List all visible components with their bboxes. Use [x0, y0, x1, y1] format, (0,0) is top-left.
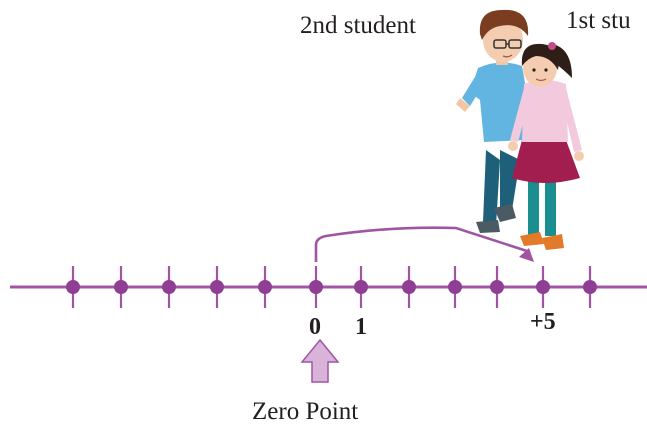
- jump-arrowhead: [519, 248, 534, 262]
- tick-dot: [490, 280, 504, 294]
- first-student-label: 1st stu: [566, 7, 631, 34]
- boy-student-illustration: [456, 9, 529, 233]
- tick-dot: [309, 280, 323, 294]
- tick-label-plus-five: +5: [530, 309, 556, 335]
- tick-dot: [258, 280, 272, 294]
- tick-dot: [114, 280, 128, 294]
- zero-point-label: Zero Point: [252, 398, 358, 425]
- tick-dot: [402, 280, 416, 294]
- tick-dot: [448, 280, 462, 294]
- second-student-label: 2nd student: [300, 12, 416, 39]
- number-line-ticks: [66, 266, 597, 308]
- tick-dot: [66, 280, 80, 294]
- tick-dot: [162, 280, 176, 294]
- tick-dot: [210, 280, 224, 294]
- girl-student-illustration: [508, 42, 584, 250]
- tick-label-one: 1: [355, 314, 367, 340]
- up-arrow-icon: [300, 338, 340, 383]
- tick-dot: [583, 280, 597, 294]
- tick-dot: [354, 280, 368, 294]
- tick-dot: [536, 280, 550, 294]
- jump-arrow: [314, 226, 531, 262]
- tick-label-zero: 0: [309, 314, 321, 340]
